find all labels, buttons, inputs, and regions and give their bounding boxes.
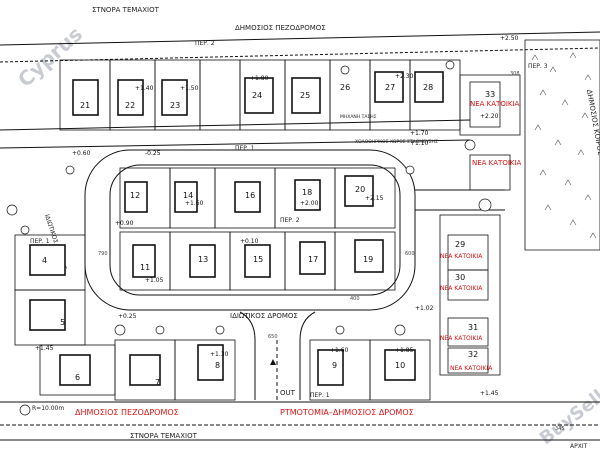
level-16: +1.30 <box>210 351 229 358</box>
plot-24: 24 <box>252 91 262 100</box>
dim-4: 345 <box>555 426 565 432</box>
plot-4: 4 <box>42 256 47 265</box>
plot-23: 23 <box>170 101 180 110</box>
plot-8: 8 <box>215 361 220 370</box>
label-bottom-boundary: ΣΤΝΟΡΑ ΤΕΜΑΧΙΟΤ <box>130 432 198 440</box>
plot-12: 12 <box>130 191 140 200</box>
plot-25: 25 <box>300 91 310 100</box>
label-out: OUT <box>280 389 296 397</box>
plot-33-boundary <box>459 74 521 136</box>
plot-18: 18 <box>302 188 312 197</box>
new-house-29: ΝΕΑ ΚΑΤΟΙΚΙΑ <box>440 253 483 260</box>
label-bottom-setback: ΡΤΜΟΤΟΜΙΑ–ΔΗΜΟΣΙΟΣ ΔΡΟΜΟΣ <box>280 408 414 417</box>
plot-26: 26 <box>340 83 350 92</box>
plot-28: 28 <box>423 83 433 92</box>
level-15: +1.05 <box>145 277 164 284</box>
plot-11: 11 <box>140 263 150 272</box>
plot-7: 7 <box>155 378 160 387</box>
level-1: +1.80 <box>250 75 269 82</box>
level-12: +2.15 <box>365 195 384 202</box>
new-house-31: ΝΕΑ ΚΑΤΟΙΚΙΑ <box>440 335 483 342</box>
level-2: +1.40 <box>135 85 154 92</box>
level-17: +1.60 <box>330 347 349 354</box>
plot-33: 33 <box>485 90 495 99</box>
inner-top-plots <box>119 167 396 229</box>
plot-16: 16 <box>245 191 255 200</box>
plot-13: 13 <box>198 255 208 264</box>
top-plot-row <box>59 59 461 131</box>
level-5: +2.20 <box>480 113 499 120</box>
label-radius: R=10.00m <box>32 405 64 412</box>
level-22: +2.50 <box>500 35 519 42</box>
label-parking: ΧΟΛΟΘΗΡΙΚΟΣ ΧΩΡΟΣ ΣΤΑΘΜΕΥΣΗΣ <box>355 139 438 145</box>
level-3: +1.50 <box>180 85 199 92</box>
per-3-right: ΠΕΡ. 3 <box>528 63 548 70</box>
label-top-boundary: ΣΤΝΟΡΑ ΤΕΜΑΧΙΟΤ <box>92 6 160 14</box>
plot-14: 14 <box>183 191 193 200</box>
plot-9: 9 <box>332 361 337 370</box>
per-2-top: ΠΕΡ. 2 <box>195 40 215 47</box>
per-1-left: ΠΕΡ. 1 <box>30 238 50 245</box>
plot-20: 20 <box>355 185 365 194</box>
level-11: +2.00 <box>300 200 319 207</box>
level-19: +0.25 <box>118 313 137 320</box>
plot-27: 27 <box>385 83 395 92</box>
level-8: +1.10 <box>410 140 429 147</box>
new-house-32: ΝΕΑ ΚΑΤΟΙΚΙΑ <box>450 365 493 372</box>
bottom-plots <box>114 339 431 401</box>
loop-road-outer <box>84 149 416 311</box>
plot-5: 5 <box>60 318 65 327</box>
level-4: +2.30 <box>395 73 414 80</box>
new-house-upper: ΝΕΑ ΚΑΤΟΙΚΙΑ <box>472 159 522 167</box>
level-13: +0.90 <box>115 220 134 227</box>
loop-road-inner <box>109 164 401 296</box>
plot-32: 32 <box>468 350 478 359</box>
plot-15: 15 <box>253 255 263 264</box>
new-house-33: ΝΕΑ ΚΑΤΟΙΚΙΑ <box>470 100 520 108</box>
level-9: +1.70 <box>410 130 429 137</box>
label-common: ΜΗΧΑΝΗ ΤΑΣΗΣ <box>340 114 377 120</box>
plot-17: 17 <box>308 255 318 264</box>
plot-19: 19 <box>363 255 373 264</box>
plot-21: 21 <box>80 101 90 110</box>
level-21: +1.45 <box>480 390 499 397</box>
label-private-road-bottom: ΙΔΙΩΤΙΚΟΣ ΔΡΟΜΟΣ <box>230 312 298 320</box>
dim-6: 400 <box>350 296 360 302</box>
per-1-bottom: ΠΕΡ. 1 <box>310 392 330 399</box>
left-plots <box>14 234 116 396</box>
dim-2: 790 <box>98 251 108 257</box>
inner-bottom-plots <box>119 231 396 291</box>
new-house-30: ΝΕΑ ΚΑΤΟΙΚΙΑ <box>440 285 483 292</box>
level-14: +0.10 <box>240 238 259 245</box>
per-1-top: ΠΕΡ. 1 <box>235 145 255 152</box>
in-arrow-icon <box>270 359 276 365</box>
level-7: -0.25 <box>145 150 161 157</box>
right-field <box>524 39 600 251</box>
level-6: +0.60 <box>72 150 91 157</box>
plot-6: 6 <box>75 373 80 382</box>
level-18: +1.85 <box>395 347 414 354</box>
level-10: +1.60 <box>185 200 204 207</box>
plot-29: 29 <box>455 240 465 249</box>
per-2-inner: ΠΕΡ. 2 <box>280 217 300 224</box>
right-plots <box>439 214 501 376</box>
trees <box>6 60 492 416</box>
dim-5: 600 <box>405 251 415 257</box>
level-20: +1.02 <box>415 305 434 312</box>
level-23: +1.45 <box>35 345 54 352</box>
dim-3: 650 <box>268 334 278 340</box>
plot-31: 31 <box>468 323 478 332</box>
label-top-pedestrian: ΔΗΜΟΣΙΟΣ ΠΕΖΟΔΡΟΜΟΣ <box>235 24 326 32</box>
label-bottom-pedestrian: ΔΗΜΟΣΙΟΣ ΠΕΖΟΔΡΟΜΟΣ <box>75 408 179 417</box>
plot-22: 22 <box>125 101 135 110</box>
plot-30: 30 <box>455 273 465 282</box>
label-right-pedestrian: ΔΗΜΟΣΙΟΣ ΚΟΙΡΟΣ <box>585 89 600 156</box>
plot-10: 10 <box>395 361 405 370</box>
dim-1: 308 <box>510 71 520 77</box>
label-bottom-right: ΑΡΧΙΤ <box>570 443 588 450</box>
